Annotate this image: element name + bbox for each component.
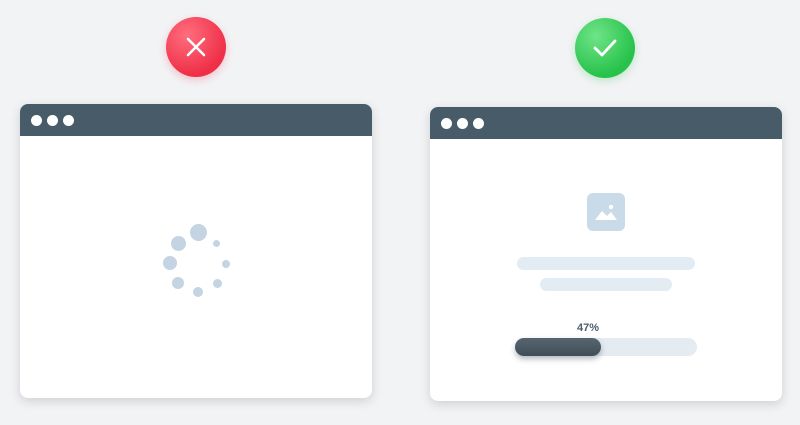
image-icon bbox=[587, 193, 625, 231]
progress-bar-fill bbox=[515, 338, 601, 356]
window-titlebar bbox=[20, 104, 372, 136]
checkmark-glyph bbox=[593, 39, 617, 57]
spinner-dot bbox=[163, 256, 177, 270]
spinner-dot bbox=[172, 277, 184, 289]
image-glyph bbox=[595, 204, 617, 220]
browser-window-skeleton: 47% bbox=[430, 107, 782, 401]
cross-icon bbox=[166, 17, 226, 77]
spinner-dot bbox=[171, 236, 186, 251]
spinner-dot bbox=[213, 279, 222, 288]
cross-glyph bbox=[186, 37, 206, 57]
window-dot-icon bbox=[441, 117, 452, 129]
checkmark-icon bbox=[575, 18, 635, 78]
loading-spinner-icon bbox=[20, 136, 372, 398]
spinner-dot bbox=[222, 260, 230, 268]
window-dot-icon bbox=[473, 117, 484, 129]
window-dot-icon bbox=[457, 117, 468, 129]
window-dot-icon bbox=[31, 114, 42, 126]
window-titlebar bbox=[430, 107, 782, 139]
progress-bar bbox=[515, 338, 697, 356]
spinner-dot bbox=[190, 224, 207, 241]
spinner-dot bbox=[193, 287, 203, 297]
spinner-dot bbox=[213, 240, 220, 247]
progress-percent-label: 47% bbox=[576, 322, 600, 334]
skeleton-text-line bbox=[517, 257, 695, 270]
window-dot-icon bbox=[47, 114, 58, 126]
window-dot-icon bbox=[63, 114, 74, 126]
skeleton-text-line bbox=[540, 278, 672, 291]
browser-window-spinner bbox=[20, 104, 372, 398]
